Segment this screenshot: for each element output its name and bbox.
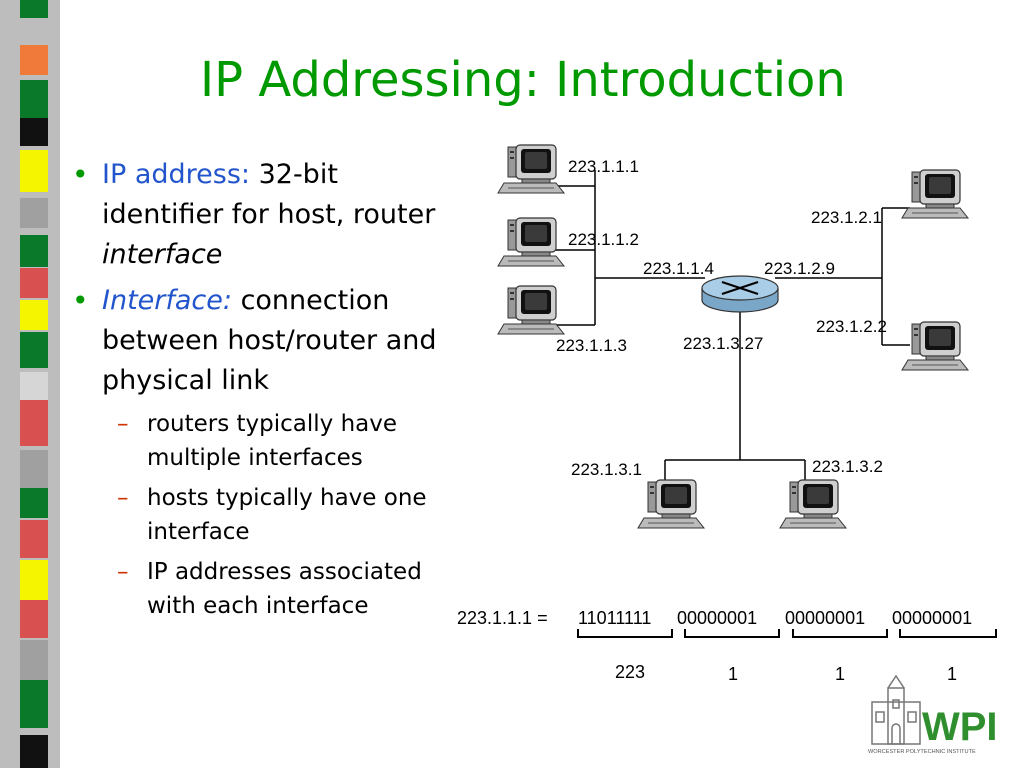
host-computer-icon — [497, 144, 565, 194]
bullet-emphasis: interface — [102, 239, 223, 270]
wpi-logo-text: WPI — [922, 705, 998, 749]
sub-bullet: – IP addresses associated with each inte… — [72, 555, 462, 623]
label-223-1-2-9: 223.1.2.9 — [764, 259, 835, 278]
links — [555, 170, 910, 485]
label-223-1-1-3: 223.1.1.3 — [556, 336, 627, 355]
sub-bullet: – routers typically have multiple interf… — [72, 407, 462, 475]
octet-decimal: 1 — [835, 664, 845, 684]
octet-brackets — [577, 629, 997, 638]
term-ip-address: IP address: — [102, 159, 250, 190]
label-223-1-2-2: 223.1.2.2 — [816, 317, 887, 336]
host-computer-icon — [497, 217, 565, 267]
host-computer-icon — [779, 479, 847, 529]
octet-binary: 00000001 — [892, 608, 972, 628]
bullet-list: • IP address: 32-bit identifier for host… — [72, 155, 462, 629]
host-computer-icon — [901, 169, 969, 219]
octet-decimal: 1 — [947, 664, 957, 684]
dash-icon: – — [117, 485, 129, 511]
bullet-dot-icon: • — [72, 158, 89, 191]
slide-title: IP Addressing: Introduction — [200, 52, 846, 108]
sub-bullet-text: IP addresses associated with each interf… — [147, 559, 422, 619]
label-223-1-3-2: 223.1.3.2 — [812, 457, 883, 476]
sub-bullet-text: routers typically have multiple interfac… — [147, 411, 398, 471]
label-223-1-1-1: 223.1.1.1 — [568, 157, 639, 176]
octet-decimal: 223 — [615, 662, 645, 682]
label-223-1-3-1: 223.1.3.1 — [571, 460, 642, 479]
binary-prefix: 223.1.1.1 = — [457, 608, 548, 628]
dash-icon: – — [117, 559, 129, 585]
label-223-1-1-2: 223.1.1.2 — [568, 230, 639, 249]
decorative-strip — [0, 0, 60, 768]
label-223-1-3-27: 223.1.3.27 — [683, 334, 763, 353]
octet-binary: 00000001 — [785, 608, 865, 628]
sub-bullet-text: hosts typically have one interface — [147, 485, 427, 545]
dash-icon: – — [117, 411, 129, 437]
term-interface: Interface: — [102, 285, 232, 316]
octet-binary: 11011111 — [578, 608, 651, 628]
sub-bullet: – hosts typically have one interface — [72, 481, 462, 549]
router-icon — [701, 275, 779, 313]
octet-binary: 00000001 — [677, 608, 757, 628]
label-223-1-1-4: 223.1.1.4 — [643, 259, 714, 278]
host-computer-icon — [901, 321, 969, 371]
binary-breakdown: 223.1.1.1 = 11011111 00000001 00000001 0… — [457, 608, 972, 628]
octet-decimal: 1 — [728, 664, 738, 684]
bullet-ip-address: • IP address: 32-bit identifier for host… — [72, 155, 462, 275]
host-computer-icon — [637, 479, 705, 529]
label-223-1-2-1: 223.1.2.1 — [811, 208, 882, 227]
bullet-interface: • Interface: connection between host/rou… — [72, 281, 462, 401]
building-icon — [871, 674, 921, 745]
wpi-logo-caption: WORCESTER POLYTECHNIC INSTITUTE — [868, 749, 976, 755]
bullet-text: 32-bit identifier for host, router — [102, 159, 436, 230]
bullet-dot-icon: • — [72, 284, 89, 317]
wpi-logo: WPI WORCESTER POLYTECHNIC INSTITUTE — [868, 674, 998, 755]
host-computer-icon — [497, 285, 565, 335]
bullet-text: connection between host/router and physi… — [102, 285, 437, 396]
